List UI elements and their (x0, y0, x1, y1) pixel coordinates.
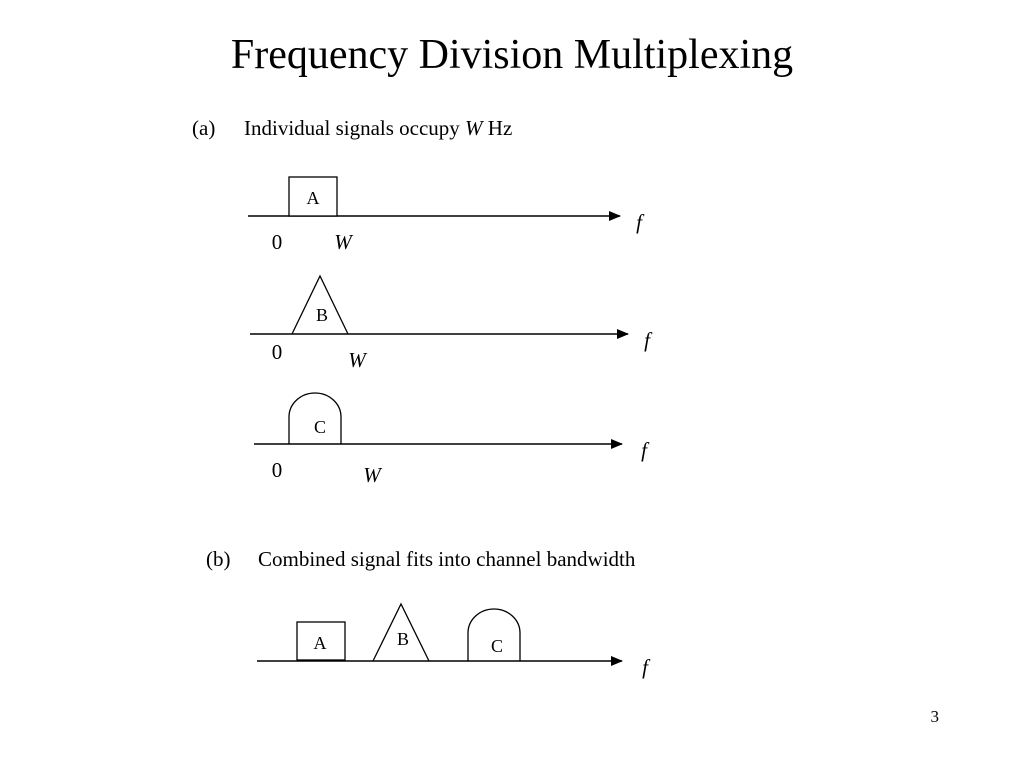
spectrum-c: C f 0 W (254, 392, 650, 487)
slide-title: Frequency Division Multiplexing (230, 32, 794, 78)
part-a-label: (a) (192, 116, 216, 140)
axis-b-f-label: f (644, 328, 653, 352)
signal-a-label: A (307, 188, 320, 208)
part-b-text: Combined signal fits into channel bandwi… (258, 547, 636, 571)
axis-c-w-label: W (363, 463, 383, 487)
part-b-label: (b) (206, 547, 231, 571)
spectrum-a: A f 0 W (248, 176, 645, 254)
axis-c-zero-label: 0 (272, 458, 283, 482)
part-a-text: Individual signals occupy (244, 116, 460, 140)
combined-axis-f-label: f (642, 655, 651, 679)
caption-part-a: (a) Individual signals occupy W Hz (192, 115, 512, 141)
part-a-unit: Hz (487, 116, 513, 140)
caption-part-b: (b) Combined signal fits into channel ban… (206, 546, 635, 572)
axis-b-zero-label: 0 (272, 340, 283, 364)
axis-a-f-label: f (636, 210, 645, 234)
axis-a-w-label: W (334, 230, 354, 254)
combined-signal-c-dome (467, 608, 521, 661)
combined-signal-a-label: A (314, 633, 327, 653)
combined-signal-c-label: C (491, 636, 503, 656)
combined-signal-a-rect (296, 621, 346, 661)
axis-a-zero-label: 0 (272, 230, 283, 254)
combined-signal-b-triangle (372, 602, 430, 662)
signal-c-dome (288, 392, 342, 444)
part-a-w-symbol: W (465, 116, 483, 140)
spectrum-b: B f 0 W (250, 274, 653, 372)
signal-a-rect (288, 176, 338, 217)
page-number: 3 (930, 707, 940, 726)
signal-b-triangle (291, 274, 349, 335)
signal-b-label: B (316, 305, 328, 325)
axis-b-w-label: W (348, 348, 368, 372)
combined-spectrum: A B C f (257, 602, 651, 679)
axis-c-f-label: f (641, 438, 650, 462)
signal-c-label: C (314, 417, 326, 437)
combined-signal-b-label: B (397, 629, 409, 649)
